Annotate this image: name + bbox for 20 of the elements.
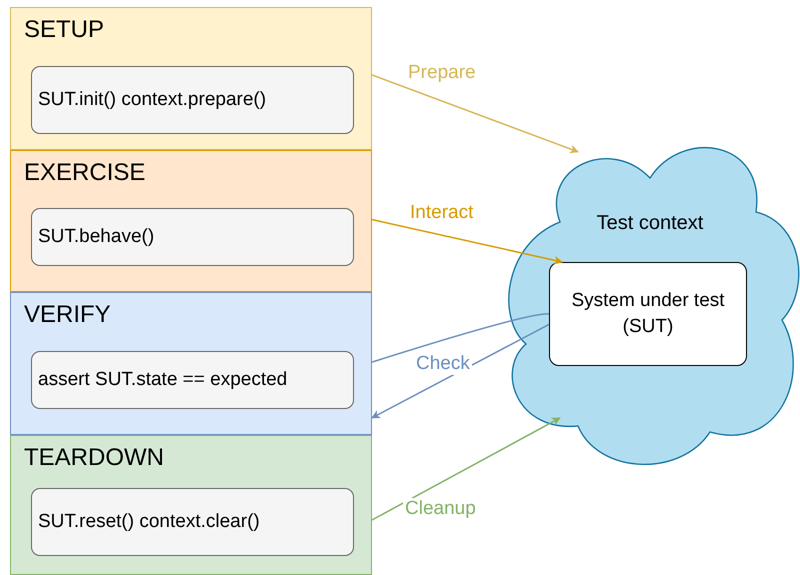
system-box: System under test (SUT)	[549, 262, 747, 366]
phase-band	[10, 150, 372, 292]
edge-label: Check	[414, 353, 472, 375]
code-box: SUT.reset() context.clear()	[31, 488, 354, 556]
phase-title: EXERCISE	[24, 159, 146, 187]
arrow	[372, 417, 561, 521]
arrow	[371, 324, 550, 418]
code-box: SUT.behave()	[31, 208, 354, 266]
cloud-title: Test context	[596, 212, 704, 235]
phase-title: VERIFY	[24, 301, 111, 329]
edge-label: Cleanup	[403, 498, 478, 520]
phase-band	[10, 292, 372, 435]
code-box: assert SUT.state == expected	[31, 351, 354, 409]
phase-band	[10, 435, 372, 575]
arrow	[372, 218, 563, 265]
phase-band	[10, 7, 372, 150]
code-box: SUT.init() context.prepare()	[31, 66, 354, 134]
phase-title: TEARDOWN	[24, 444, 164, 472]
arrow	[372, 74, 579, 154]
phase-title: SETUP	[24, 16, 104, 44]
